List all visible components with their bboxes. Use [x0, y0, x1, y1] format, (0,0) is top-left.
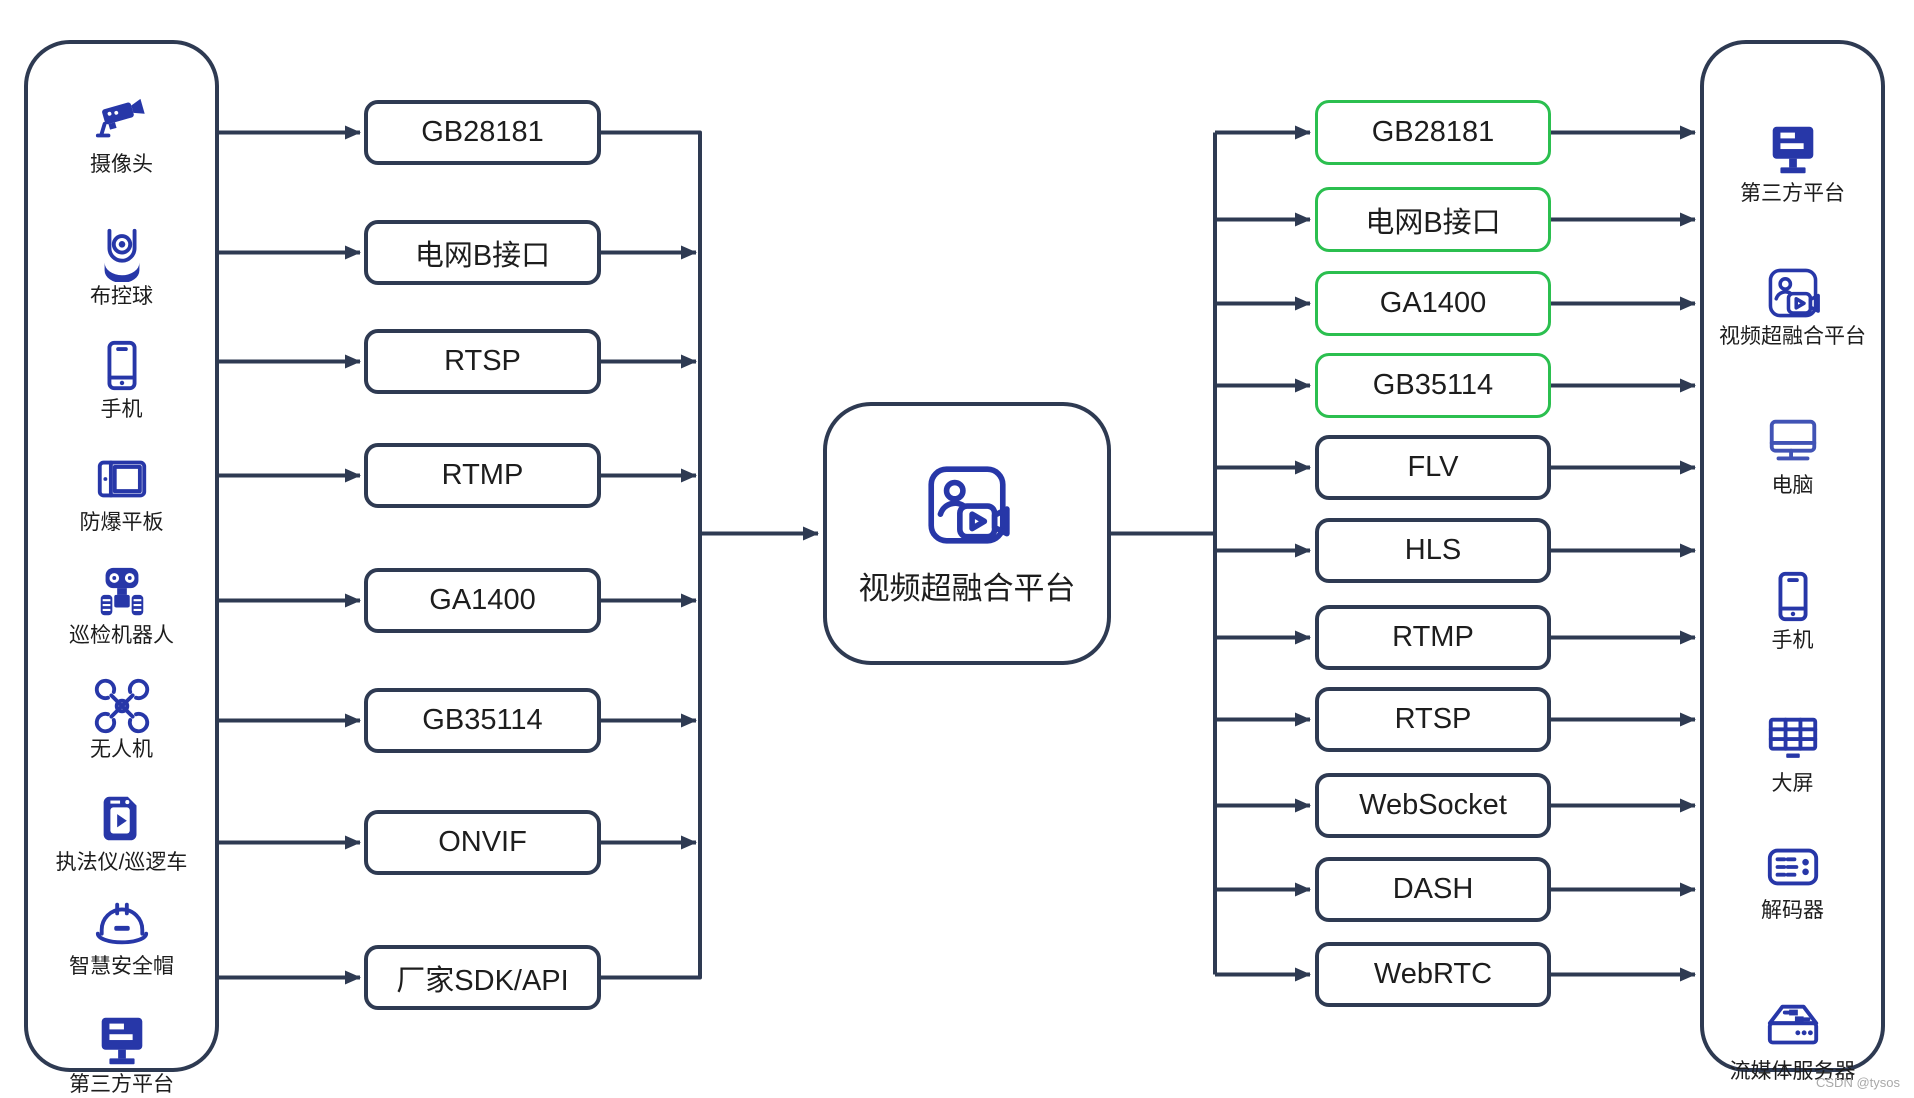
- bodycam-icon: [103, 796, 136, 841]
- videowall-icon: [1768, 717, 1817, 758]
- protocol-label: RTMP: [1392, 621, 1474, 653]
- target-third-party-platform: 第三方平台: [1704, 121, 1881, 205]
- protocol-label: 电网B接口: [1365, 206, 1501, 239]
- protocol-box-gb35114-out: GB35114: [1315, 353, 1551, 418]
- protocol-label: HLS: [1404, 534, 1462, 566]
- protocol-label: GB28181: [1371, 116, 1495, 148]
- protocol-box-grid-b-in: 电网B接口: [364, 220, 601, 285]
- protocol-box-rtsp-out: RTSP: [1315, 687, 1551, 752]
- phone-icon: [1778, 571, 1807, 622]
- device-label: 防爆平板: [79, 511, 164, 534]
- device-label: 巡检机器人: [69, 624, 174, 647]
- protocol-label: RTSP: [444, 345, 521, 377]
- target-computer: 电脑: [1704, 413, 1881, 497]
- device-ptz-ball: 布控球: [28, 224, 215, 308]
- watermark: CSDN @tysos: [1816, 1075, 1900, 1090]
- device-label: 摄像头: [90, 153, 153, 176]
- device-third-party-platform: 第三方平台: [28, 1012, 215, 1096]
- device-label: 大屏: [1771, 772, 1814, 795]
- device-label: 解码器: [1761, 899, 1824, 922]
- protocol-label: GA1400: [1379, 287, 1487, 319]
- protocol-box-onvif-in: ONVIF: [364, 810, 601, 875]
- device-label: 手机: [100, 398, 143, 421]
- protocol-label: DASH: [1392, 873, 1474, 905]
- monitor-icon: [101, 1017, 142, 1065]
- protocol-label: 厂家SDK/API: [396, 964, 569, 997]
- right-output-arrows: [1551, 125, 1696, 982]
- device-camera: 摄像头: [28, 92, 215, 176]
- fusion-platform-icon: [1768, 268, 1820, 318]
- left-source-arrows: [219, 125, 361, 985]
- target-fusion-platform: 视频超融合平台: [1704, 264, 1881, 348]
- protocol-label: FLV: [1407, 451, 1459, 483]
- device-label: 智慧安全帽: [69, 955, 174, 978]
- device-label: 执法仪/巡逻车: [55, 851, 188, 874]
- protocol-box-gb28181-in: GB28181: [364, 100, 601, 165]
- drone-icon: [94, 678, 149, 734]
- protocol-box-ga1400-in: GA1400: [364, 568, 601, 633]
- protocol-box-websocket-out: WebSocket: [1315, 773, 1551, 838]
- target-video-wall: 大屏: [1704, 711, 1881, 795]
- device-label: 第三方平台: [69, 1073, 174, 1096]
- protocol-box-dash-out: DASH: [1315, 857, 1551, 922]
- protocol-box-grid-b-out: 电网B接口: [1315, 187, 1551, 252]
- target-streaming-server: 流媒体服务器: [1704, 999, 1881, 1083]
- device-label: 视频超融合平台: [1719, 325, 1866, 348]
- right-bus: [1111, 125, 1311, 982]
- protocol-label: WebSocket: [1359, 789, 1507, 821]
- protocol-box-gb28181-out: GB28181: [1315, 100, 1551, 165]
- protocol-label: ONVIF: [438, 826, 527, 858]
- device-tablet: 防爆平板: [28, 450, 215, 534]
- protocol-label: GB28181: [421, 116, 544, 148]
- device-smart-helmet: 智慧安全帽: [28, 894, 215, 978]
- device-robot: 巡检机器人: [28, 563, 215, 647]
- phone-icon: [107, 340, 136, 391]
- protocol-label: RTSP: [1394, 703, 1472, 735]
- device-label: 电脑: [1771, 474, 1814, 497]
- protocol-box-hls-out: HLS: [1315, 518, 1551, 583]
- fusion-platform-node: 视频超融合平台: [823, 402, 1111, 665]
- target-phone: 手机: [1704, 568, 1881, 652]
- ptz-dome-camera-icon: [104, 228, 139, 282]
- source-devices-panel: 摄像头 布控球 手机 防爆平板: [24, 40, 219, 1096]
- protocol-box-gb35114-in: GB35114: [364, 688, 601, 753]
- protocol-box-rtmp-in: RTMP: [364, 443, 601, 508]
- device-label: 手机: [1771, 629, 1814, 652]
- output-targets-panel: 第三方平台 视频超融合平台 电脑 手机: [1700, 40, 1885, 1083]
- protocol-box-vendor-sdk-api-in: 厂家SDK/API: [364, 945, 601, 1010]
- device-phone: 手机: [28, 337, 215, 421]
- device-bodycam: 执法仪/巡逻车: [28, 790, 215, 874]
- left-bus: [601, 130, 819, 980]
- fusion-platform-icon: [928, 466, 1010, 544]
- tablet-icon: [97, 460, 146, 498]
- target-decoder: 解码器: [1704, 838, 1881, 922]
- device-label: 第三方平台: [1740, 182, 1845, 205]
- device-label: 流媒体服务器: [1729, 1060, 1856, 1083]
- robot-icon: [100, 567, 143, 616]
- protocol-box-rtsp-in: RTSP: [364, 329, 601, 394]
- protocol-box-flv-out: FLV: [1315, 435, 1551, 500]
- device-drone: 无人机: [28, 677, 215, 761]
- computer-icon: [1769, 419, 1816, 461]
- server-icon: [1767, 1004, 1818, 1045]
- decoder-icon: [1767, 848, 1818, 886]
- protocol-label: GB35114: [422, 704, 543, 736]
- protocol-label: GB35114: [1372, 369, 1494, 401]
- monitor-icon: [1772, 126, 1813, 174]
- protocol-box-rtmp-out: RTMP: [1315, 605, 1551, 670]
- protocol-box-ga1400-out: GA1400: [1315, 271, 1551, 336]
- protocol-label: 电网B接口: [414, 239, 551, 272]
- platform-label: 视频超融合平台: [858, 571, 1076, 606]
- protocol-box-webrtc-out: WebRTC: [1315, 942, 1551, 1007]
- device-label: 布控球: [90, 285, 153, 308]
- protocol-label: WebRTC: [1373, 958, 1493, 990]
- device-label: 无人机: [90, 738, 153, 761]
- helmet-icon: [95, 902, 148, 945]
- protocol-label: RTMP: [441, 459, 524, 491]
- cctv-camera-icon: [95, 98, 145, 138]
- protocol-label: GA1400: [429, 584, 536, 616]
